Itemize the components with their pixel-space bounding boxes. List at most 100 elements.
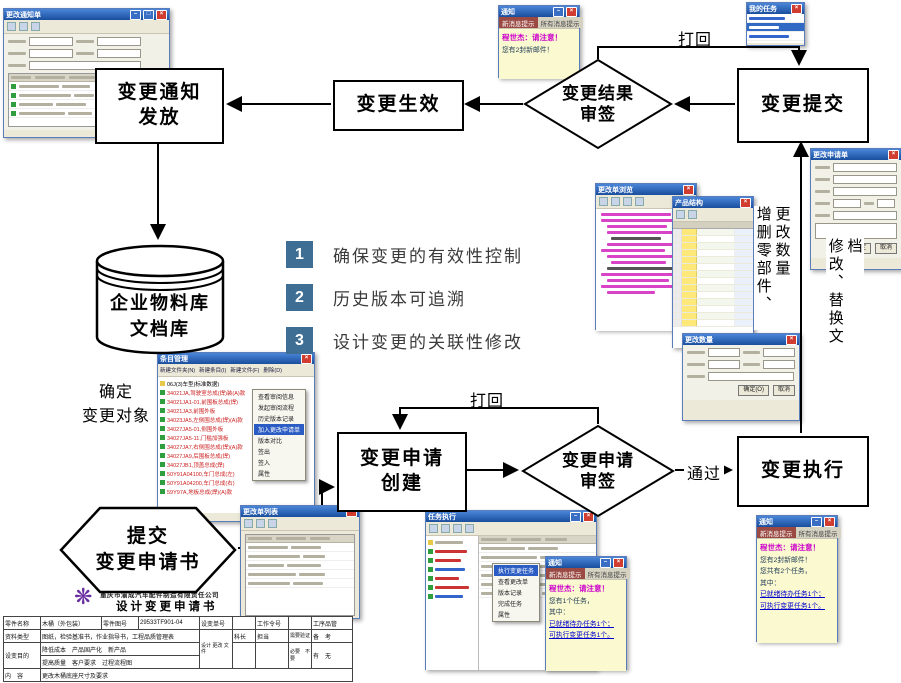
menu-item[interactable]: 查看审阅信息 [258,395,295,401]
tab-all-messages[interactable]: 所有消息提示 [537,17,583,28]
input-field[interactable] [29,49,73,58]
toolbar-button[interactable]: 删除(D) [263,368,283,374]
input-field[interactable] [763,348,795,357]
list-row[interactable] [9,82,164,91]
task-row-selected[interactable] [747,23,804,32]
close-button[interactable]: × [786,334,797,345]
table-row[interactable] [673,271,753,278]
menu-item[interactable]: 版本对比 [258,439,283,445]
title-bar[interactable]: 产品结构× [673,197,753,208]
table-row[interactable] [673,257,753,264]
input-field[interactable] [877,199,895,208]
toolbar-icon[interactable] [599,197,608,206]
list-row[interactable] [9,91,164,100]
input-field[interactable] [833,199,861,208]
toolbar-button[interactable]: 新建文件(F) [230,368,260,374]
close-button[interactable]: × [683,184,694,195]
title-bar[interactable]: 更改申请单× [811,149,901,160]
menu-item[interactable]: 签入 [258,461,271,467]
menu-item[interactable]: 属性 [258,472,271,478]
input-field[interactable] [833,211,897,220]
menu-item[interactable]: 属性 [498,613,511,619]
toolbar-icon[interactable] [256,519,265,528]
task-row[interactable] [747,32,804,41]
title-bar[interactable]: 更改单浏览× [596,184,696,195]
menu-item[interactable]: 完成任务 [498,602,523,608]
tree-item[interactable] [428,565,476,574]
title-bar[interactable]: 通知–× [546,557,626,568]
toolbar-icon[interactable] [688,210,697,219]
toolbar-button[interactable]: 新建文件夹(N) [160,368,196,374]
menu-item[interactable]: 历史版本记录 [258,417,295,423]
tab-new-messages[interactable]: 新消息提示 [499,17,538,28]
toolbar-icon[interactable] [453,524,462,533]
close-button[interactable]: × [613,557,624,568]
minimize-button[interactable]: – [570,511,581,522]
title-bar[interactable]: 条目管理× [158,353,314,364]
toolbar-icon[interactable] [676,210,685,219]
textarea-field[interactable] [815,223,897,239]
tree-item[interactable]: 59Y97A,地板总成(焊)(A)款 [160,487,312,496]
title-bar[interactable]: 通知–× [499,6,579,17]
cancel-button[interactable]: 取消 [874,243,897,254]
ok-button[interactable]: 确定(O) [738,385,769,396]
toolbar-icon[interactable] [611,197,620,206]
task-row[interactable] [747,14,804,23]
table-row[interactable] [673,285,753,292]
close-button[interactable]: × [791,3,802,14]
title-bar[interactable]: 我的任务× [747,3,804,14]
tree-item[interactable]: 34027JB1,顶盖总成(焊) [160,460,312,469]
minimize-button[interactable]: – [130,9,141,20]
menu-item[interactable]: 签出 [258,450,271,456]
close-button[interactable]: × [888,149,899,160]
tree-root-item[interactable]: 06J(3)车型(标准数据) [160,379,312,388]
tree-item[interactable] [428,547,476,556]
tab-all-messages[interactable]: 所有消息提示 [584,568,630,579]
toolbar-icon[interactable] [19,22,28,31]
toolbar-icon[interactable] [635,197,644,206]
list-row[interactable] [246,579,354,588]
menu-item[interactable]: 版本记录 [498,591,523,597]
input-field[interactable] [707,348,740,357]
minimize-button[interactable]: – [811,516,822,527]
tree-item[interactable]: 50Y91A04200,车门总成(右) [160,478,312,487]
toolbar-icon[interactable] [268,519,277,528]
task-link[interactable]: 已就绪待办任务1个； [549,620,614,628]
close-button[interactable]: × [156,9,167,20]
tree-item[interactable]: 34021JA3,前围外板 [160,406,312,415]
input-field[interactable] [833,163,897,172]
input-field[interactable] [97,49,141,58]
tree-item[interactable]: 50Y91A04100,车门总成(左) [160,469,312,478]
tree-item[interactable] [428,583,476,592]
table-row[interactable] [673,299,753,306]
table-row[interactable] [673,236,753,243]
tree-item[interactable]: 34027JA7,右侧围总成(焊)(A)款 [160,442,312,451]
close-button[interactable]: × [824,516,835,527]
menu-item[interactable]: 查看更改单 [498,580,529,586]
minimize-button[interactable]: – [553,6,564,17]
list-row[interactable] [246,552,354,561]
minimize-button[interactable]: – [600,557,611,568]
input-field[interactable] [763,360,795,369]
list-row[interactable] [246,561,354,570]
tab-all-messages[interactable]: 所有消息提示 [795,527,841,538]
table-row[interactable] [673,243,753,250]
list-row[interactable] [479,544,596,553]
input-field[interactable] [833,187,897,196]
table-row[interactable] [673,264,753,271]
toolbar-icon[interactable] [31,22,40,31]
tree-item[interactable] [428,556,476,565]
close-button[interactable]: × [301,353,312,364]
toolbar-button[interactable]: 新建条目(I) [199,368,227,374]
close-button[interactable]: × [566,6,577,17]
input-field[interactable] [29,61,141,70]
tree-item[interactable]: 34021JA,驾驶室总成(焊)装(A)款 [160,388,312,397]
task-link[interactable]: 已就绪待办任务1个； [760,591,825,599]
title-bar[interactable]: 通知–× [757,516,837,527]
table-row[interactable] [673,292,753,299]
input-field[interactable] [833,175,897,184]
table-row[interactable] [673,278,753,285]
tree-item[interactable]: 34023JA5,左侧围总成(焊)(A)款 [160,415,312,424]
tree-item[interactable]: 34027JA5-01,侧围外板 [160,424,312,433]
toolbar-icon[interactable] [441,524,450,533]
